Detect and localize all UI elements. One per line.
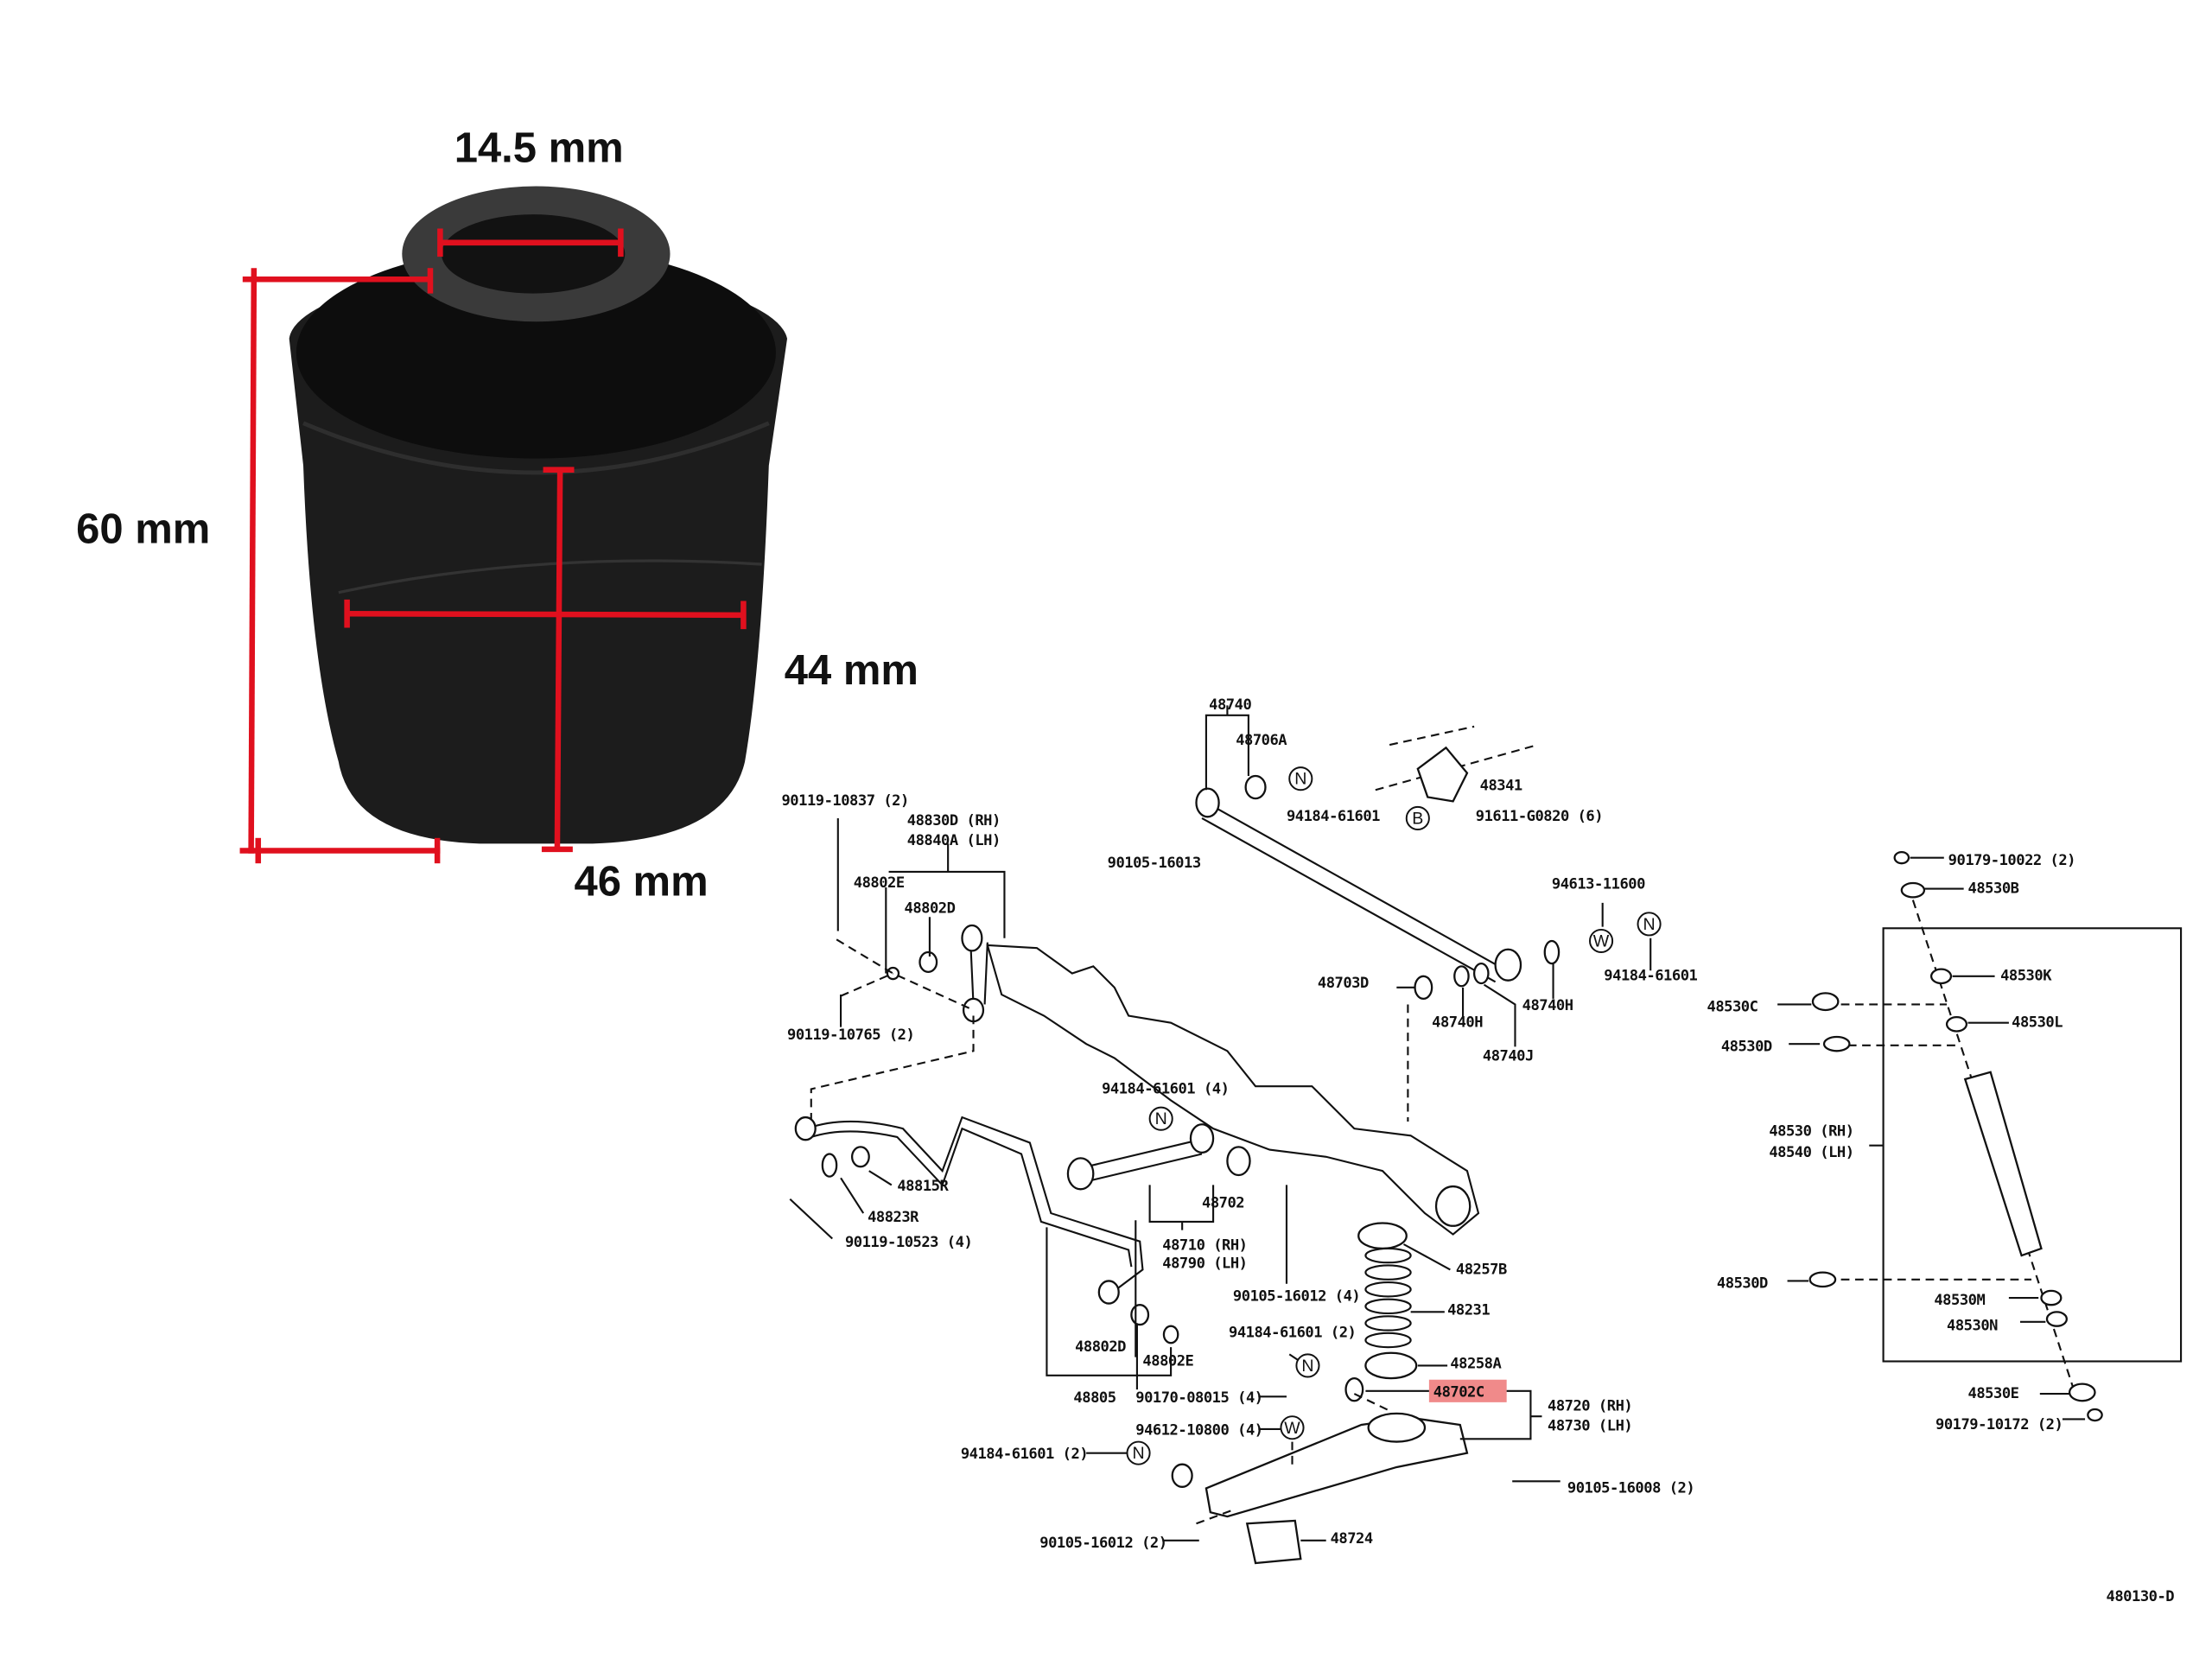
part-label: 48724	[1331, 1530, 1373, 1548]
part-label: 48530D	[1717, 1275, 1768, 1293]
part-label: 94612-10800 (4)	[1135, 1421, 1262, 1439]
dimension-outer-diameter: 44 mm	[785, 647, 918, 694]
dimension-inner-diameter: 14.5 mm	[454, 125, 624, 172]
symbol-circle	[1126, 1440, 1151, 1465]
symbol-letter: W	[1284, 1419, 1300, 1438]
part-label: 90105-16012 (4)	[1233, 1287, 1360, 1305]
part-label: 48530M	[1934, 1292, 1985, 1309]
part-label: 48530 (RH)	[1769, 1122, 1853, 1140]
part-label: 94184-61601 (2)	[961, 1446, 1088, 1463]
symbol-marker: N	[1295, 1353, 1320, 1378]
symbol-circle	[1288, 766, 1313, 791]
part-label: 48802E	[1142, 1352, 1193, 1370]
part-label: 48530E	[1968, 1385, 2019, 1402]
symbol-letter: N	[1643, 915, 1656, 934]
part-labels: 48740 48706A 48341 94184-61601 91611-G0820 (…	[781, 696, 2075, 1552]
part-label: 48802D	[905, 899, 956, 917]
part-label: 48823R	[868, 1209, 919, 1226]
part-label: 48740H	[1432, 1014, 1483, 1032]
symbol-marker: B	[1405, 805, 1430, 830]
part-label: 48257B	[1456, 1261, 1507, 1278]
part-label: 48830D (RH)	[907, 812, 1001, 830]
part-label: 90179-10022 (2)	[1948, 852, 2075, 869]
part-label: 48805	[1073, 1389, 1116, 1407]
part-label: 48740	[1209, 696, 1251, 714]
part-label: 90105-16013	[1108, 855, 1201, 872]
part-label: 90170-08015 (4)	[1135, 1389, 1262, 1407]
part-label: 48231	[1447, 1302, 1490, 1319]
part-label: 94184-61601 (4)	[1102, 1080, 1229, 1097]
parts-diagram	[789, 705, 2183, 1565]
part-label: 48540 (LH)	[1769, 1144, 1853, 1161]
symbol-circle	[1405, 805, 1430, 830]
part-label: 48530N	[1947, 1318, 1998, 1335]
part-label: 48702	[1202, 1195, 1244, 1212]
part-label: 48710 (RH)	[1162, 1237, 1247, 1255]
highlight-box	[1428, 1379, 1507, 1402]
dimension-height: 60 mm	[76, 506, 210, 553]
part-label: 48530C	[1707, 999, 1758, 1016]
part-label: 48530D	[1721, 1038, 1772, 1055]
symbol-letter: N	[1155, 1109, 1167, 1128]
symbol-letter: B	[1412, 809, 1423, 828]
part-label: 90119-10765 (2)	[787, 1027, 914, 1044]
symbol-letter: N	[1301, 1357, 1313, 1376]
part-label: 48740H	[1522, 997, 1573, 1014]
part-label: 48530L	[2012, 1014, 2063, 1032]
part-label: 48720 (RH)	[1548, 1398, 1632, 1415]
part-label: 48815R	[897, 1178, 949, 1195]
symbol-circle	[1295, 1353, 1320, 1378]
symbol-circle	[1637, 912, 1662, 937]
symbol-letter: N	[1294, 770, 1306, 789]
part-label: 94184-61601	[1604, 968, 1697, 985]
symbol-circle	[1589, 928, 1614, 954]
part-label: 48341	[1480, 777, 1522, 794]
part-label: 90179-10172 (2)	[1936, 1416, 2063, 1433]
part-label: 90119-10523 (4)	[845, 1234, 972, 1251]
part-label: 90105-16012 (2)	[1039, 1535, 1166, 1552]
bushing-illustration	[289, 186, 788, 844]
symbol-marker: N	[1288, 766, 1313, 791]
part-label: 94613-11600	[1552, 876, 1645, 893]
part-label: 48730 (LH)	[1548, 1418, 1632, 1435]
part-label: 48802E	[854, 874, 905, 892]
symbol-letter: N	[1132, 1444, 1144, 1463]
symbol-circle	[1280, 1415, 1305, 1440]
symbol-marker: N	[1148, 1106, 1173, 1131]
symbol-markers: N B W N N N W N	[1126, 766, 1662, 1465]
highlighted-part-label: 48702C	[1433, 1383, 1484, 1401]
part-label: 48790 (LH)	[1162, 1255, 1247, 1273]
symbol-marker: W	[1280, 1415, 1305, 1440]
symbol-marker: W	[1589, 928, 1614, 954]
symbol-marker: N	[1126, 1440, 1151, 1465]
part-label: 91611-G0820 (6)	[1476, 808, 1603, 825]
part-label: 48703D	[1318, 975, 1369, 992]
part-label: 48840A (LH)	[907, 832, 1001, 849]
dimension-flange-diameter: 46 mm	[574, 859, 708, 906]
part-label: 90119-10837 (2)	[781, 792, 908, 810]
part-label: 94184-61601 (2)	[1229, 1325, 1356, 1342]
dimension-lines	[239, 228, 747, 864]
part-label: 48740J	[1483, 1048, 1534, 1065]
part-label: 48258A	[1450, 1356, 1502, 1373]
part-label: 48706A	[1236, 732, 1287, 749]
part-label: 48802D	[1075, 1338, 1126, 1356]
symbol-marker: N	[1637, 912, 1662, 937]
symbol-circle	[1148, 1106, 1173, 1131]
part-label: 48530B	[1968, 880, 2019, 897]
symbol-letter: W	[1593, 932, 1610, 951]
diagram-id: 480130-D	[2107, 1588, 2175, 1605]
part-label: 48530K	[2000, 968, 2052, 985]
part-label: 90105-16008 (2)	[1567, 1479, 1694, 1497]
part-label: 94184-61601	[1287, 808, 1380, 825]
